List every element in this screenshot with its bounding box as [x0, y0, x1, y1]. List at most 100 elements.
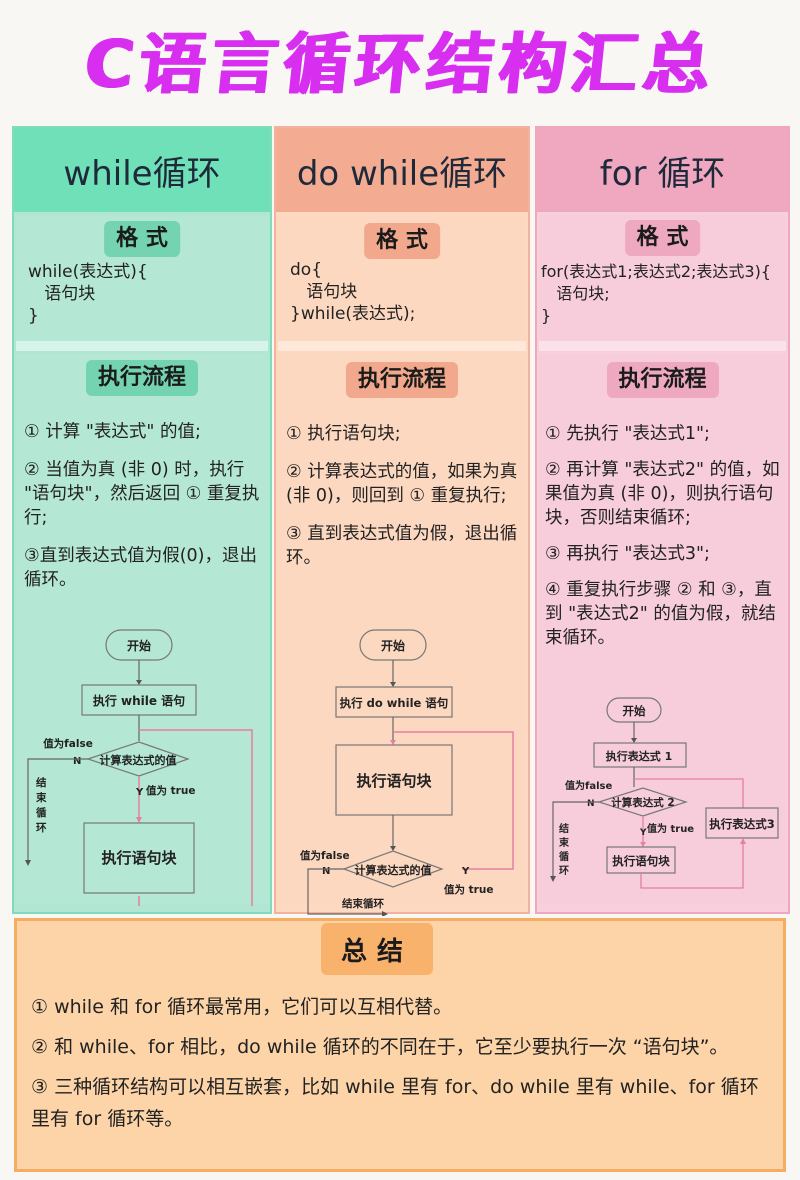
- condition-node: [86, 741, 190, 777]
- code-line: while(表达式){: [28, 262, 148, 282]
- while-flowchart: 开始 执行 while 语句 计算表达式的值 值为false N 结 束 循 环…: [25, 629, 253, 906]
- step-node: [705, 807, 779, 839]
- exit-char: 循: [559, 850, 569, 863]
- exec-text: 执行 do while 语句: [340, 696, 449, 710]
- exec-node: [593, 742, 687, 768]
- code-line: do{: [290, 260, 323, 280]
- summary-panel: 总结 ① while 和 for 循环最常用，它们可以互相代替。 ② 和 whi…: [14, 918, 786, 1172]
- cond-text: 计算表达式的值: [100, 753, 177, 767]
- dowhile-format-label: 格 式: [364, 223, 440, 259]
- false-label: 值为false: [300, 849, 350, 862]
- dowhile-flowchart: 开始 执行 do while 语句 执行语句块 计算表达式的值 值为false …: [300, 629, 514, 916]
- arrow-icon: [390, 682, 396, 687]
- exit-char: 环: [559, 865, 569, 877]
- true-label: 值为 true: [647, 822, 694, 835]
- summary-item: ③ 三种循环结构可以相互嵌套，比如 while 里有 for、do while …: [31, 1076, 759, 1130]
- n-label: N: [322, 866, 330, 877]
- for-flow-label: 执行流程: [606, 362, 719, 398]
- arrow-icon: [136, 680, 142, 685]
- summary-label: 总结: [321, 923, 433, 975]
- body-text: 执行语句块: [101, 849, 177, 867]
- step-item: ② 当值为真 (非 0) 时，执行 "语句块"，然后返回 ① 重复执行;: [24, 460, 260, 528]
- exit-char: 结: [559, 822, 569, 835]
- for-loop-column: for 循环 格 式 for(表达式1;表达式2;表达式3){ 语句块;} 执行…: [535, 126, 790, 914]
- code-line: 语句块: [28, 284, 96, 304]
- step-text: 执行表达式3: [709, 817, 775, 831]
- cond-text: 计算表达式的值: [355, 863, 432, 877]
- n-label: N: [587, 799, 595, 809]
- step-item: ② 再计算 "表达式2" 的值，如果值为真 (非 0)，则执行语句块，否则结束循…: [545, 460, 780, 528]
- for-format-section: 格 式 for(表达式1;表达式2;表达式3){ 语句块;}: [539, 215, 786, 341]
- code-line: for(表达式1;表达式2;表达式3){: [541, 262, 771, 281]
- page-title: C语言循环结构汇总: [80, 26, 720, 103]
- code-line: }while(表达式);: [290, 304, 416, 324]
- exit-char: 束: [36, 791, 47, 804]
- arrow-icon: [390, 846, 396, 851]
- dowhile-header: do while循环: [276, 128, 528, 212]
- for-flow-section: 执行流程 ① 先执行 "表达式1"; ② 再计算 "表达式2" 的值，如果值为真…: [539, 354, 786, 904]
- step-item: ④ 重复执行步骤 ② 和 ③，直到 "表达式2" 的值为假，就结束循环。: [545, 580, 776, 648]
- exec-text: 执行 while 语句: [93, 693, 185, 708]
- divider: [278, 341, 526, 351]
- true-label: 值为 true: [146, 784, 195, 797]
- false-label: 值为false: [43, 737, 93, 750]
- code-line: }: [28, 306, 39, 326]
- exit-label: 结束循环: [342, 897, 384, 910]
- y-label: Y: [461, 866, 470, 877]
- arrow-icon: [631, 738, 637, 743]
- arrow-icon: [550, 876, 556, 882]
- y-label: Y: [639, 828, 647, 838]
- step-item: ① 先执行 "表达式1";: [545, 424, 710, 444]
- step-item: ① 计算 "表达式" 的值;: [24, 422, 201, 442]
- dowhile-flow-label: 执行流程: [345, 362, 459, 398]
- while-format-section: 格 式 while(表达式){ 语句块}: [16, 215, 268, 341]
- true-label: 值为 true: [444, 883, 493, 896]
- body-node: [83, 822, 195, 894]
- for-flowchart: 开始 执行表达式 1 计算表达式 2 值为false N 结 束 循 环 Y 值…: [550, 697, 779, 889]
- exec-text: 执行表达式 1: [606, 749, 672, 763]
- exit-char: 束: [559, 836, 570, 849]
- step-item: ③直到表达式值为假(0)，退出循环。: [24, 546, 257, 590]
- while-loop-column: while循环 格 式 while(表达式){ 语句块} 执行流程 ① 计算 "…: [12, 126, 272, 914]
- body-text: 执行语句块: [356, 772, 432, 790]
- for-header: for 循环: [537, 128, 788, 212]
- summary-items: ① while 和 for 循环最常用，它们可以互相代替。 ② 和 while、…: [31, 991, 773, 1143]
- y-label: Y: [135, 787, 144, 798]
- step-item: ② 计算表达式的值，如果为真(非 0)，则回到 ① 重复执行;: [286, 462, 518, 506]
- dowhile-flow-section: 执行流程 ① 执行语句块; ② 计算表达式的值，如果为真(非 0)，则回到 ① …: [278, 354, 526, 916]
- cond-text: 计算表达式 2: [611, 796, 674, 809]
- divider: [16, 341, 268, 351]
- arrow-icon: [640, 842, 646, 847]
- dowhile-steps: ① 执行语句块; ② 计算表达式的值，如果为真(非 0)，则回到 ① 重复执行;…: [286, 422, 520, 584]
- code-line: 语句块: [290, 282, 358, 302]
- arrow-icon: [390, 740, 396, 745]
- step-item: ③ 直到表达式值为假，退出循环。: [286, 524, 518, 568]
- body-text: 执行语句块: [612, 854, 670, 868]
- arrow-icon: [382, 911, 388, 916]
- dowhile-loop-column: do while循环 格 式 do{ 语句块}while(表达式); 执行流程 …: [274, 126, 530, 916]
- divider: [539, 341, 786, 351]
- while-format-label: 格 式: [104, 221, 180, 257]
- start-text: 开始: [127, 638, 151, 653]
- while-code: while(表达式){ 语句块}: [28, 261, 148, 327]
- dowhile-format-section: 格 式 do{ 语句块}while(表达式);: [278, 215, 526, 341]
- step-item: ③ 再执行 "表达式3";: [545, 544, 710, 564]
- summary-item: ① while 和 for 循环最常用，它们可以互相代替。: [31, 996, 453, 1018]
- loop-back-line: [138, 729, 253, 906]
- n-label: N: [73, 756, 81, 767]
- while-steps: ① 计算 "表达式" 的值; ② 当值为真 (非 0) 时，执行 "语句块"，然…: [24, 420, 262, 606]
- false-label: 值为false: [565, 779, 612, 792]
- exit-char: 结: [36, 776, 47, 789]
- exec-node: [335, 686, 453, 718]
- body-node: [335, 744, 453, 816]
- condition-node: [342, 850, 444, 888]
- arrow-icon: [25, 860, 31, 866]
- for-steps: ① 先执行 "表达式1"; ② 再计算 "表达式2" 的值，如果值为真 (非 0…: [545, 422, 780, 662]
- while-header: while循环: [14, 128, 270, 212]
- condition-node: [597, 787, 688, 817]
- arrow-icon: [740, 838, 746, 844]
- loop-back-line: [393, 731, 514, 870]
- while-flow-label: 执行流程: [85, 360, 199, 396]
- summary-item: ② 和 while、for 相比，do while 循环的不同在于，它至少要执行…: [31, 1036, 729, 1058]
- exit-char: 环: [36, 822, 47, 834]
